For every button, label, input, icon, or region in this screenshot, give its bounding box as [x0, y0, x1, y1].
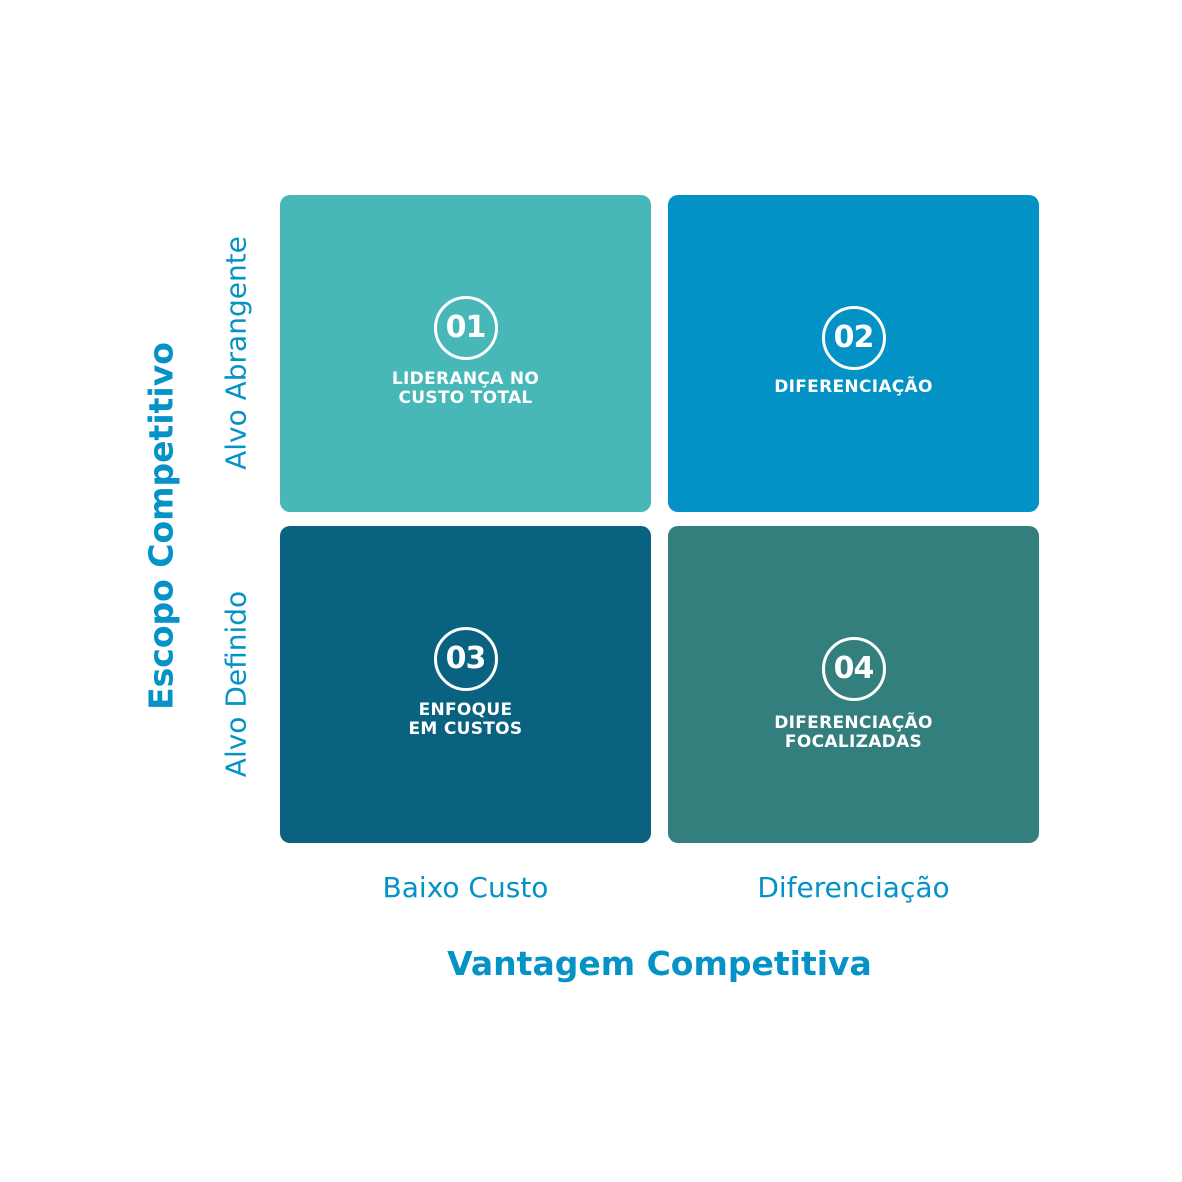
- quadrant-enfoque-custos: 03 ENFOQUE EM CUSTOS: [280, 526, 651, 843]
- quadrant-diferenciacao-focalizadas: 04 DIFERENCIAÇÃO FOCALIZADAS: [668, 526, 1039, 843]
- number-badge-02: 02: [821, 306, 886, 370]
- column-label-baixo-custo: Baixo Custo: [382, 871, 549, 904]
- row-label-alvo-definido: Alvo Definido: [219, 590, 253, 778]
- number-badge-04: 04: [821, 637, 886, 701]
- quadrant-diferenciacao: 02 DIFERENCIAÇÃO: [668, 195, 1039, 512]
- quadrant-label: LIDERANÇA NO CUSTO TOTAL: [391, 369, 540, 408]
- quadrant-lideranca-custo-total: 01 LIDERANÇA NO CUSTO TOTAL: [280, 195, 651, 512]
- number-badge-03: 03: [433, 627, 498, 691]
- quadrant-label: ENFOQUE EM CUSTOS: [408, 700, 523, 739]
- x-axis-title: Vantagem Competitiva: [447, 944, 872, 983]
- column-label-diferenciacao: Diferenciação: [757, 871, 950, 904]
- quadrant-label: DIFERENCIAÇÃO: [774, 377, 933, 397]
- row-label-alvo-abrangente: Alvo Abrangente: [219, 236, 253, 470]
- y-axis-title: Escopo Competitivo: [141, 342, 181, 710]
- number-badge-01: 01: [433, 296, 498, 360]
- quadrant-label: DIFERENCIAÇÃO FOCALIZADAS: [774, 713, 933, 752]
